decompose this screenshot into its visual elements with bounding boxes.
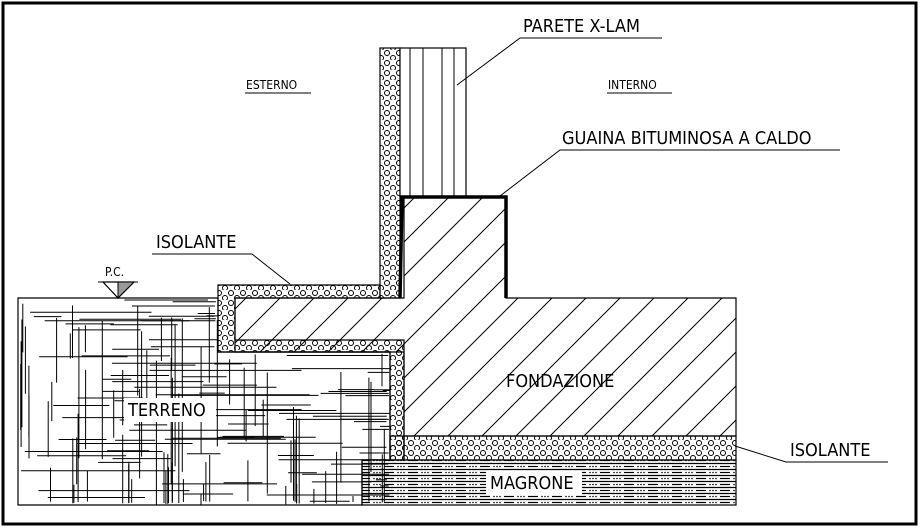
under-slab-insulation-left xyxy=(389,435,405,461)
xlam-wall xyxy=(399,47,467,198)
magrone-label-bg xyxy=(486,471,582,495)
terreno-label-bg xyxy=(124,398,216,422)
label-isolante-top: ISOLANTE xyxy=(156,232,237,253)
label-fondazione: FONDAZIONE xyxy=(506,371,614,392)
label-terreno: TERRENO xyxy=(127,400,206,421)
label-isolante-bottom: ISOLANTE xyxy=(790,440,871,461)
label-esterno: ESTERNO xyxy=(246,78,297,92)
label-pc: P.C. xyxy=(105,265,124,279)
leader-lines xyxy=(152,37,888,463)
bituminous-membrane xyxy=(398,195,508,299)
under-slab-insulation xyxy=(403,435,737,461)
label-parete: PARETE X-LAM xyxy=(523,16,640,37)
ground-level-marker xyxy=(98,281,138,300)
label-magrone: MAGRONE xyxy=(490,473,574,494)
wall-insulation xyxy=(379,47,401,299)
label-interno: INTERNO xyxy=(608,78,657,92)
foundation-step-insulation xyxy=(217,284,405,461)
label-guaina: GUAINA BITUMINOSA A CALDO xyxy=(562,128,811,149)
